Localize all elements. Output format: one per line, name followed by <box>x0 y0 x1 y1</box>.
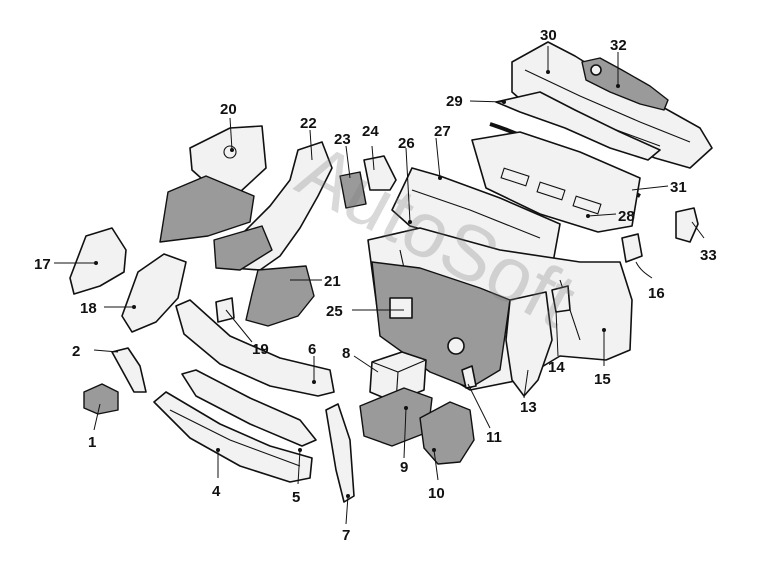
part-25-firewall-panel <box>371 261 511 389</box>
part-1-mount-block <box>83 383 119 415</box>
label-9: 9 <box>400 459 408 476</box>
label-26: 26 <box>398 135 415 152</box>
label-22: 22 <box>300 115 317 132</box>
label-19: 19 <box>252 341 269 358</box>
part-33-small-bracket <box>675 207 699 243</box>
leader-lines <box>54 46 705 525</box>
label-25: 25 <box>326 303 343 320</box>
part-27-upper-dash-panel <box>471 131 641 233</box>
part-24-bracket <box>363 155 397 191</box>
part-21-housing <box>245 265 315 327</box>
label-31: 31 <box>670 179 687 196</box>
label-2: 2 <box>72 343 80 360</box>
label-11: 11 <box>486 429 502 446</box>
label-30: 30 <box>540 27 557 44</box>
label-7: 7 <box>342 527 350 544</box>
label-14: 14 <box>548 359 565 376</box>
part-23-bracket <box>339 171 367 209</box>
label-29: 29 <box>446 93 463 110</box>
label-6: 6 <box>308 341 316 358</box>
part-18-apron <box>121 253 187 333</box>
label-10: 10 <box>428 485 445 502</box>
label-23: 23 <box>334 131 351 148</box>
part-20-wheel-housing <box>159 125 267 243</box>
label-5: 5 <box>292 489 300 506</box>
part-14-bracket <box>551 285 571 313</box>
part-2-mount <box>111 347 147 393</box>
label-32: 32 <box>610 37 627 54</box>
part-16-module <box>621 233 653 279</box>
label-8: 8 <box>342 345 350 362</box>
label-13: 13 <box>520 399 537 416</box>
part-17-front-panel <box>69 227 127 295</box>
label-16: 16 <box>648 285 665 302</box>
label-28: 28 <box>618 208 635 225</box>
part-29-cowl-strip <box>495 91 661 161</box>
label-4: 4 <box>212 483 221 500</box>
label-27: 27 <box>434 123 451 140</box>
part-19-clip <box>215 297 235 323</box>
part-13-side-section <box>505 291 553 397</box>
label-21: 21 <box>324 273 341 290</box>
label-15: 15 <box>594 371 611 388</box>
label-18: 18 <box>80 300 97 317</box>
leader-dots <box>94 70 620 498</box>
label-33: 33 <box>700 247 717 264</box>
label-1: 1 <box>88 434 96 451</box>
label-20: 20 <box>220 101 237 118</box>
part-7-support-bar <box>325 403 355 503</box>
part-4-bumper-beam <box>153 391 313 483</box>
label-17: 17 <box>34 256 51 273</box>
label-24: 24 <box>362 123 379 140</box>
part-6-cross-member <box>175 299 335 397</box>
part-5-crossbar <box>181 369 317 447</box>
part-32-wiper-bracket <box>581 57 669 111</box>
part-11-bolt <box>461 365 477 389</box>
